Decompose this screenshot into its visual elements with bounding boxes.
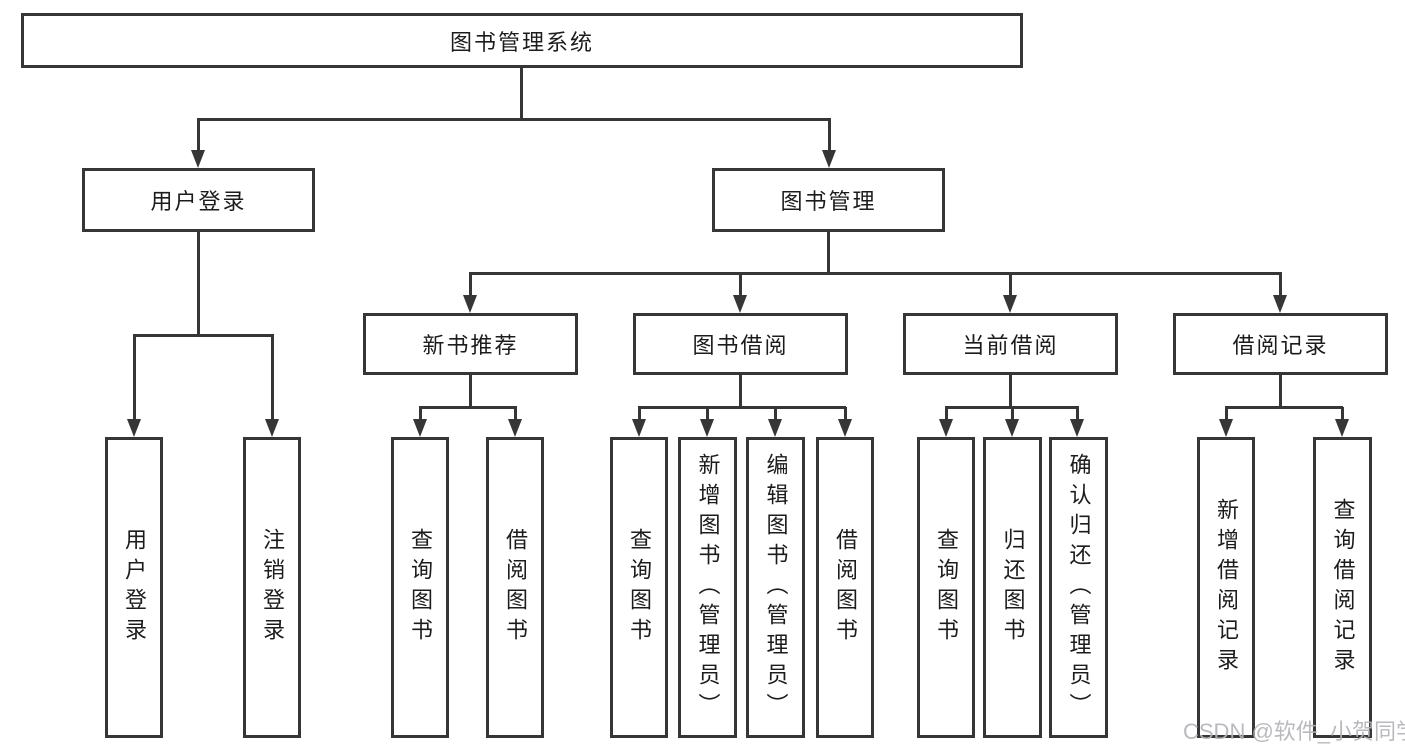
node-label: 图书借阅 <box>692 333 789 358</box>
node-label: 编辑图书（管理员） <box>763 452 789 723</box>
connector-drop-book-management <box>828 119 831 152</box>
connector-drop <box>1011 407 1014 421</box>
arrowhead <box>1005 419 1019 437</box>
node-label: 新书推荐 <box>422 333 519 358</box>
node-user-login: 用户登录 <box>82 168 315 232</box>
node-label: 借阅图书 <box>503 527 528 648</box>
arrowhead <box>1335 419 1349 437</box>
node-label: 查询借阅记录 <box>1330 497 1356 678</box>
connector-drop <box>514 407 517 421</box>
connector-bookmgmt-stem <box>827 232 830 273</box>
connector-drop <box>1076 407 1079 421</box>
node-label: 用户登录 <box>122 527 147 648</box>
connector-bookborrow-stem <box>739 375 742 407</box>
connector-drop <box>774 407 777 421</box>
arrowhead-leaf-logout <box>265 419 279 437</box>
node-label: 图书管理系统 <box>449 29 594 55</box>
connector-userlogin-rail <box>133 334 274 337</box>
arrowhead-leaf-user-login <box>127 419 141 437</box>
connector-drop-current-borrow <box>1009 273 1012 297</box>
node-label: 确认归还（管理员） <box>1066 452 1092 723</box>
connector-newbook-rail <box>419 406 517 409</box>
connector-userlogin-stem <box>197 232 200 335</box>
arrowhead <box>413 419 427 437</box>
connector-bookborrow-rail <box>638 406 846 409</box>
node-label: 查询图书 <box>627 527 652 648</box>
node-label: 归还图书 <box>1000 527 1026 648</box>
connector-newbook-stem <box>469 375 472 407</box>
node-label: 借阅记录 <box>1232 333 1329 358</box>
leaf-query-books-borrow: 查询图书 <box>610 437 668 738</box>
arrowhead <box>939 419 953 437</box>
node-new-book-recommend: 新书推荐 <box>363 313 578 375</box>
node-label: 借阅图书 <box>833 527 858 648</box>
connector-drop <box>706 407 709 421</box>
leaf-borrow-books-recommend: 借阅图书 <box>486 437 544 738</box>
connector-drop-new-book <box>469 273 472 297</box>
node-book-borrow: 图书借阅 <box>633 313 848 375</box>
connector-currentborrow-stem <box>1009 375 1012 407</box>
arrowhead <box>768 419 782 437</box>
leaf-query-books-current: 查询图书 <box>917 437 975 738</box>
arrowhead <box>508 419 522 437</box>
leaf-add-borrow-record: 新增借阅记录 <box>1197 437 1255 738</box>
connector-drop-borrow-records <box>1279 273 1282 297</box>
connector-borrowrecords-stem <box>1279 375 1282 407</box>
arrowhead <box>700 419 714 437</box>
connector-root-rail <box>197 118 831 121</box>
leaf-return-books: 归还图书 <box>983 437 1042 738</box>
node-label: 用户登录 <box>150 189 247 214</box>
connector-drop <box>419 407 422 421</box>
node-label: 当前借阅 <box>962 333 1059 358</box>
arrowhead <box>1070 419 1084 437</box>
node-label: 注销登录 <box>260 527 285 648</box>
arrowhead-user-login <box>191 150 205 168</box>
connector-drop-leaf-logout <box>271 335 274 421</box>
node-label: 查询图书 <box>934 527 959 648</box>
arrowhead-book-management <box>822 150 836 168</box>
connector-drop-book-borrow <box>739 273 742 297</box>
leaf-borrow-books: 借阅图书 <box>816 437 874 738</box>
csdn-watermark: CSDN @软件_小贺同学 <box>1183 719 1405 744</box>
node-library-management-system: 图书管理系统 <box>21 13 1023 68</box>
node-label: 新增借阅记录 <box>1214 497 1239 678</box>
arrowhead <box>838 419 852 437</box>
connector-drop <box>844 407 847 421</box>
arrowhead-borrow-records <box>1273 295 1287 313</box>
connector-borrowrecords-rail <box>1225 406 1343 409</box>
node-label: 新增图书（管理员） <box>695 452 721 723</box>
arrowhead <box>1219 419 1233 437</box>
connector-drop-leaf-user-login <box>133 335 136 421</box>
arrowhead-current-borrow <box>1003 295 1017 313</box>
leaf-user-login: 用户登录 <box>105 437 163 738</box>
arrowhead-new-book <box>463 295 477 313</box>
leaf-query-books-recommend: 查询图书 <box>391 437 449 738</box>
leaf-query-borrow-record: 查询借阅记录 <box>1313 437 1372 738</box>
connector-drop <box>638 407 641 421</box>
leaf-edit-books-admin: 编辑图书（管理员） <box>746 437 805 738</box>
node-label: 图书管理 <box>780 189 877 214</box>
connector-bookmgmt-rail <box>469 272 1282 275</box>
arrowhead-book-borrow <box>733 295 747 313</box>
node-current-borrow: 当前借阅 <box>903 313 1118 375</box>
connector-drop <box>945 407 948 421</box>
connector-drop-user-login <box>197 119 200 152</box>
leaf-add-books-admin: 新增图书（管理员） <box>678 437 737 738</box>
node-label: 查询图书 <box>408 527 433 648</box>
connector-drop <box>1225 407 1228 421</box>
connector-root-stem <box>520 68 523 119</box>
leaf-logout-login: 注销登录 <box>243 437 301 738</box>
leaf-confirm-return-admin: 确认归还（管理员） <box>1049 437 1108 738</box>
arrowhead <box>632 419 646 437</box>
node-book-management: 图书管理 <box>712 168 945 232</box>
connector-drop <box>1341 407 1344 421</box>
node-borrow-records: 借阅记录 <box>1173 313 1388 375</box>
